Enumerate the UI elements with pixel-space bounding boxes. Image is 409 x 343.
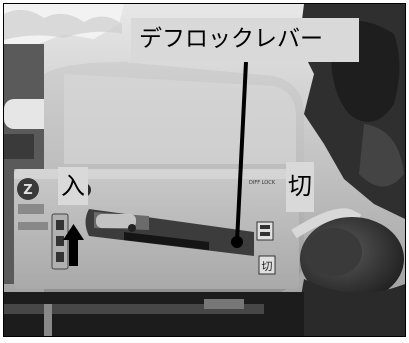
pointer-dot xyxy=(231,236,243,248)
pointer-line xyxy=(235,61,248,243)
svg-text:DIFF LOCK: DIFF LOCK xyxy=(249,180,276,186)
up-arrow-icon xyxy=(63,224,84,266)
photo-frame: Z DIFF LOCK 切 xyxy=(3,3,406,337)
diff-lock-lever-label: デフロックレバー xyxy=(131,18,359,62)
engage-label: 入 xyxy=(58,167,88,205)
svg-text:Z: Z xyxy=(23,183,32,198)
mark-bottom: 切 xyxy=(262,260,273,273)
disengage-label: 切 xyxy=(286,162,314,212)
